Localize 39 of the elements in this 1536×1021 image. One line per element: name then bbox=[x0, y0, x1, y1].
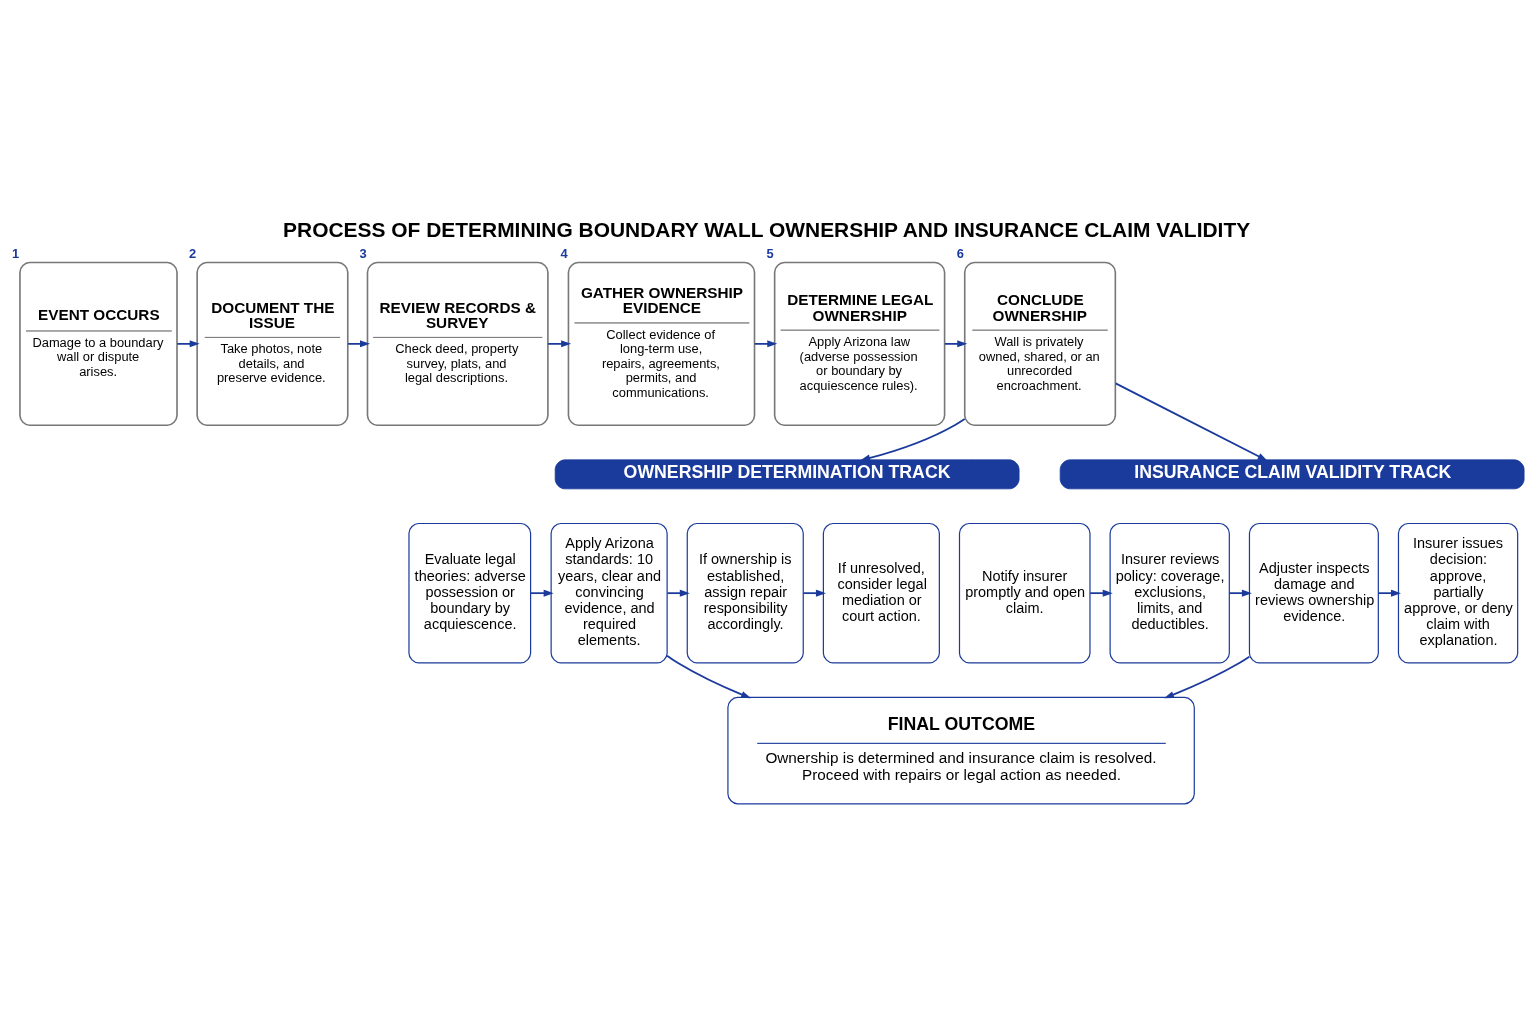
arrow bbox=[860, 417, 966, 461]
arrow bbox=[347, 339, 370, 347]
node-box: DETERMINE LEGAL OWNERSHIP Apply Arizona law (adverse possession or boundary by acquiescence rules). bbox=[773, 261, 946, 426]
arrow bbox=[529, 589, 554, 597]
diagram-title: PROCESS OF DETERMINING BOUNDARY WALL OWNERSHIP AND INSURANCE CLAIM VALIDITY bbox=[283, 217, 1251, 241]
node-box: EVENT OCCURS Damage to a boundary wall or dispute arises. bbox=[19, 261, 178, 426]
node-box: Apply Arizona standards: 10 years, clear and convincing evidence, and required elements. bbox=[550, 522, 668, 663]
arrow bbox=[1377, 589, 1401, 597]
node-box: REVIEW RECORDS & SURVEY Check deed, property survey, plats, and legal descriptions. bbox=[366, 261, 549, 426]
arrow bbox=[944, 339, 968, 347]
node-label: 3 bbox=[359, 245, 367, 261]
node-label: 4 bbox=[560, 245, 568, 261]
arrow bbox=[753, 339, 778, 347]
node-box: Evaluate legal theories: adverse possession or boundary by acquiescence. bbox=[408, 522, 532, 663]
arrow bbox=[547, 339, 572, 347]
node-box: GATHER OWNERSHIP EVIDENCE Collect evidence of long-term use, repairs, agreements, permits, and communications. bbox=[567, 261, 756, 426]
arrow bbox=[1114, 381, 1268, 461]
node-box: Insurer issues decision: approve, partially approve, or deny claim with explanation. bbox=[1397, 522, 1519, 663]
node-box: Insurer reviews policy: coverage, exclusions, limits, and deductibles. bbox=[1109, 522, 1230, 663]
node-box: Adjuster inspects damage and reviews ownership evidence. bbox=[1248, 522, 1379, 663]
arrow bbox=[802, 589, 826, 597]
node-box: INSURANCE CLAIM VALIDITY TRACK bbox=[1059, 458, 1525, 489]
arrow bbox=[1228, 589, 1252, 597]
node-label: 2 bbox=[189, 245, 197, 261]
arrow bbox=[1089, 589, 1113, 597]
node-box: If unresolved, consider legal mediation or court action. bbox=[822, 522, 940, 663]
node-box: If ownership is established, assign repair responsibility accordingly. bbox=[686, 522, 804, 663]
node-box: DOCUMENT THE ISSUE Take photos, note details, and preserve evidence. bbox=[196, 261, 349, 426]
node-box: OWNERSHIP DETERMINATION TRACK bbox=[554, 458, 1020, 489]
arrow bbox=[666, 589, 690, 597]
arrow bbox=[1164, 655, 1251, 698]
node-box: CONCLUDE OWNERSHIP Wall is privately owned, shared, or an unrecorded encroachment. bbox=[963, 261, 1117, 426]
node-label: 1 bbox=[11, 245, 20, 261]
node-box: FINAL OUTCOME Ownership is determined and insurance claim is resolved. Proceed with repairs or legal action as needed. bbox=[727, 696, 1195, 804]
node-label: 5 bbox=[766, 245, 774, 261]
arrow bbox=[176, 339, 200, 347]
node-box: Notify insurer promptly and open claim. bbox=[958, 522, 1091, 663]
node-label: 6 bbox=[956, 245, 964, 261]
arrow bbox=[666, 654, 752, 698]
